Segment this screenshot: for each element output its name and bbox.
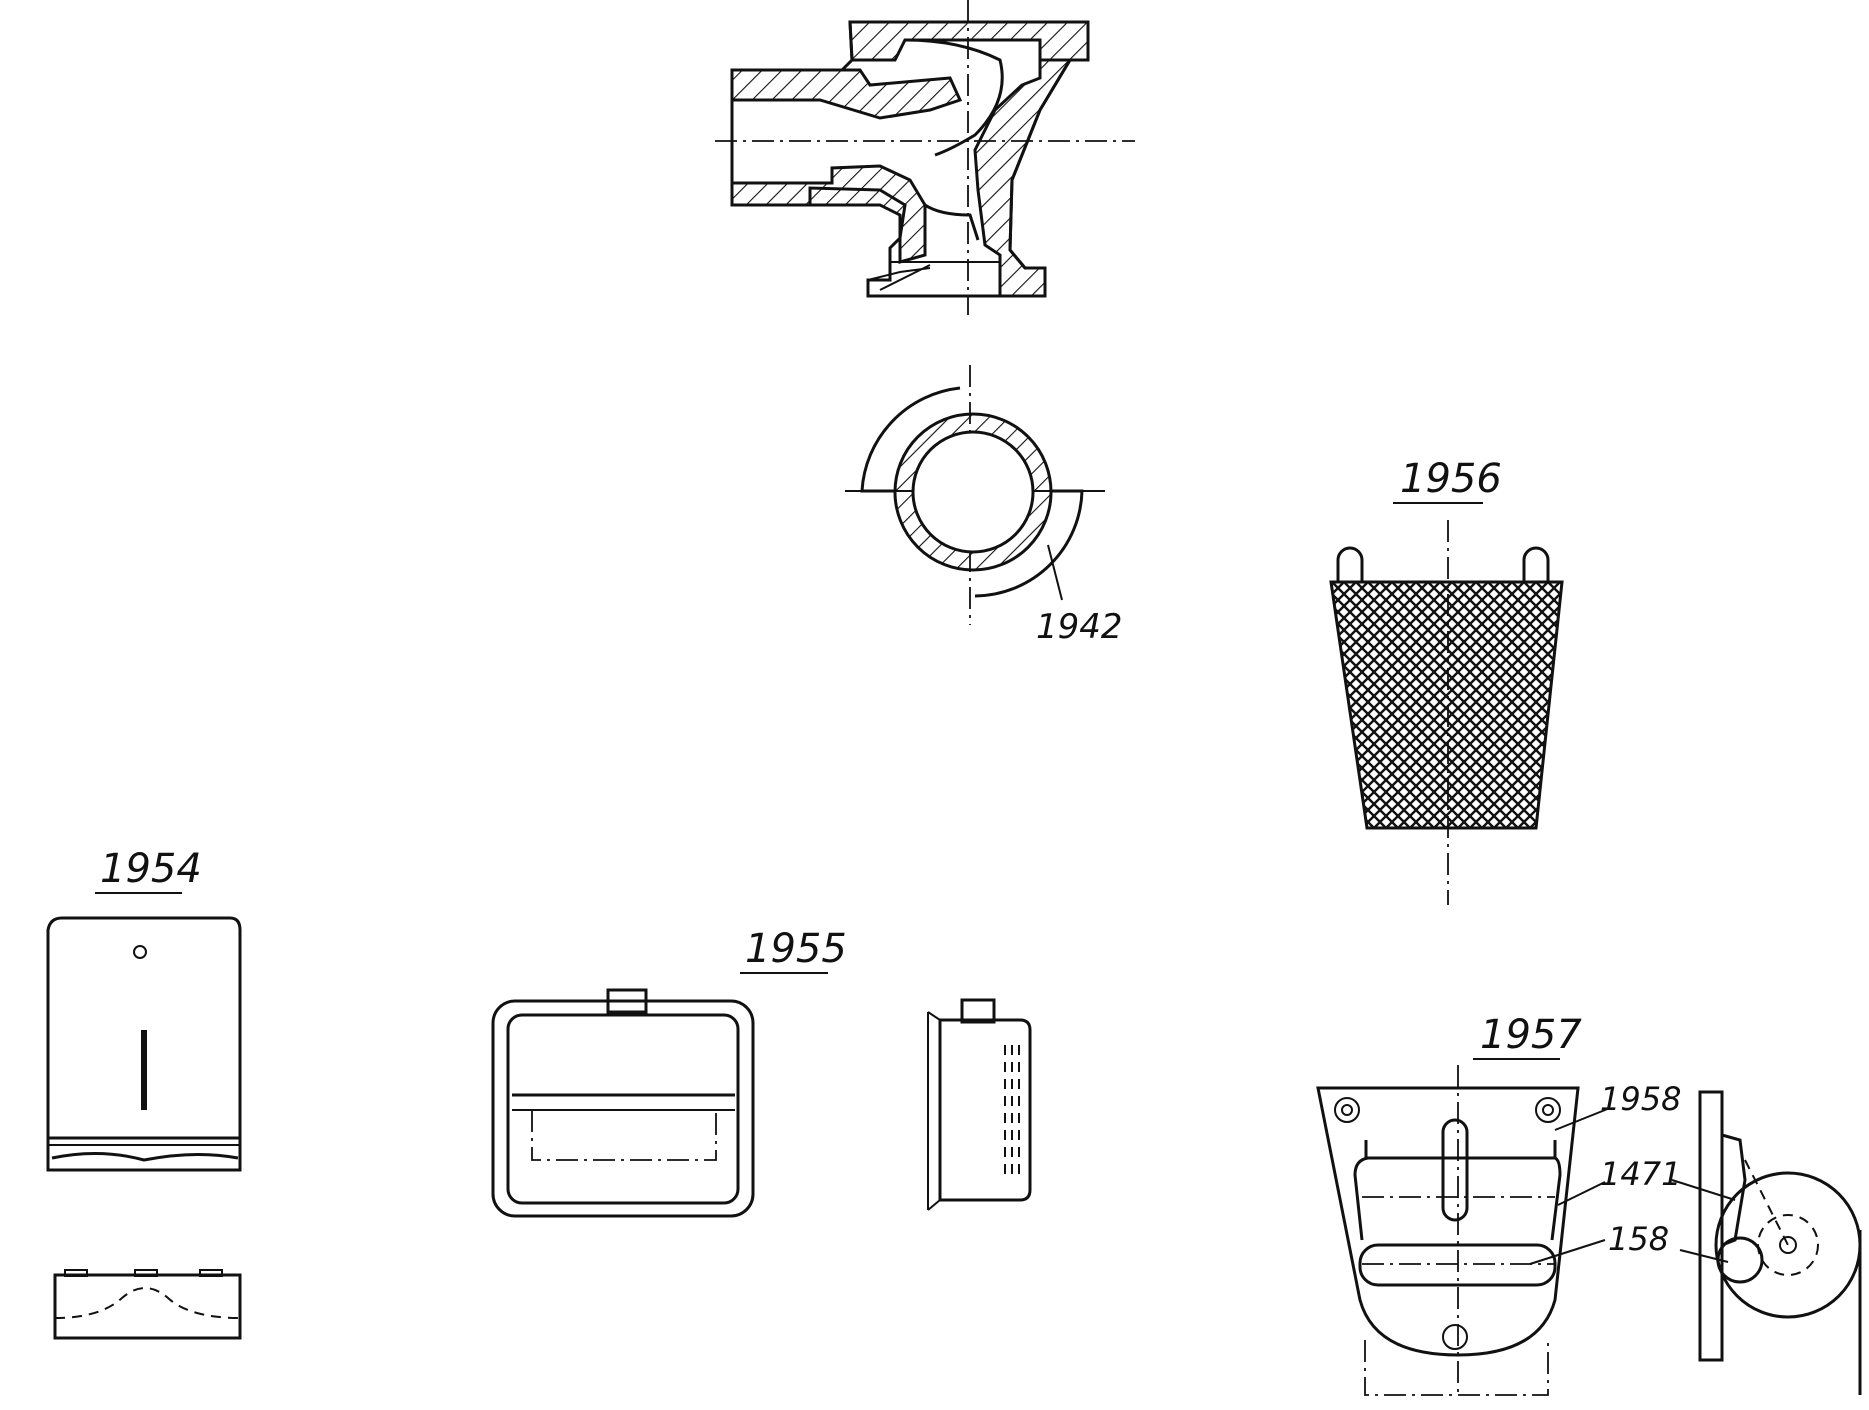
waste-basket-drawing	[1329, 520, 1564, 905]
label-1957: 1957	[1480, 1012, 1582, 1058]
callout-label-1471: 1471	[1600, 1155, 1681, 1193]
callout-label-1958: 1958	[1600, 1080, 1681, 1118]
roll-holder-callouts	[1529, 1107, 1736, 1265]
roll-holder-front-drawing	[1316, 1065, 1580, 1396]
closet-bowl-plan-drawing	[845, 365, 1105, 625]
roll-holder-side-drawing	[1698, 1090, 1862, 1395]
label-1956: 1956	[1400, 456, 1502, 502]
callout-label-158: 158	[1608, 1220, 1669, 1258]
paper-dispenser-front-drawing	[46, 916, 242, 1172]
label-1955: 1955	[745, 926, 847, 972]
soap-box-front-drawing	[491, 988, 755, 1218]
closet-bowl-section-drawing	[715, 0, 1135, 315]
soap-box-side-drawing	[927, 998, 1032, 1211]
label-1954: 1954	[100, 846, 202, 892]
paper-dispenser-bottom-drawing	[53, 1269, 242, 1340]
label-1942: 1942	[1036, 607, 1123, 647]
